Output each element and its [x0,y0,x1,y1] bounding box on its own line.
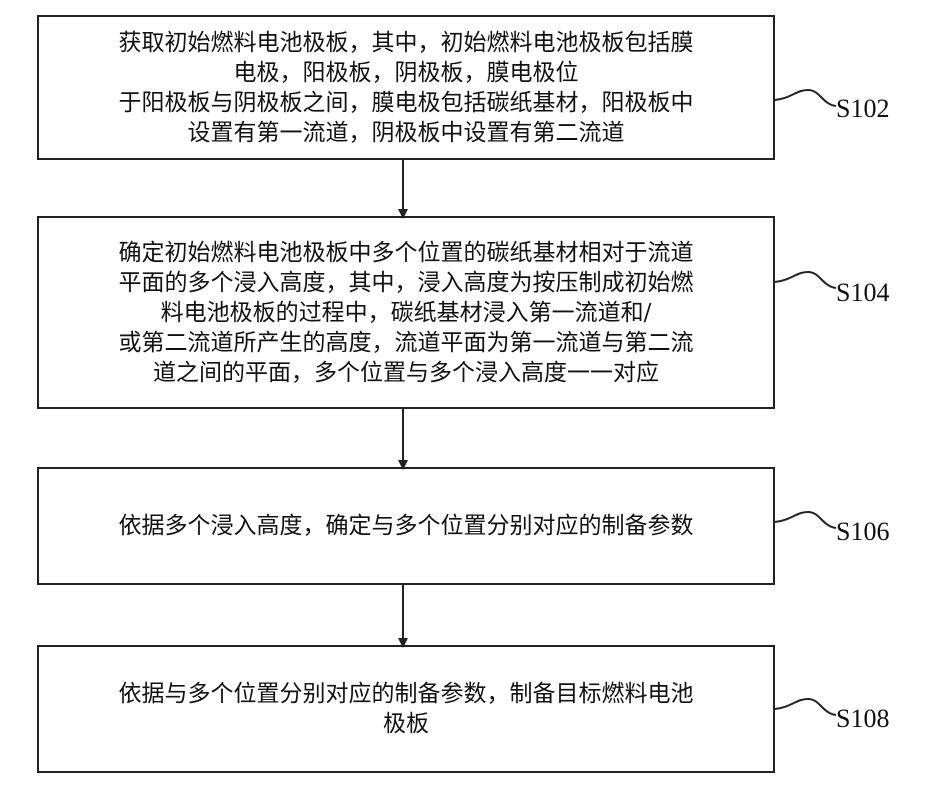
leader-line-s106 [775,512,836,528]
leader-line-s108 [775,699,836,715]
leader-line-s104 [775,272,836,288]
leader-line-s102 [775,90,836,106]
